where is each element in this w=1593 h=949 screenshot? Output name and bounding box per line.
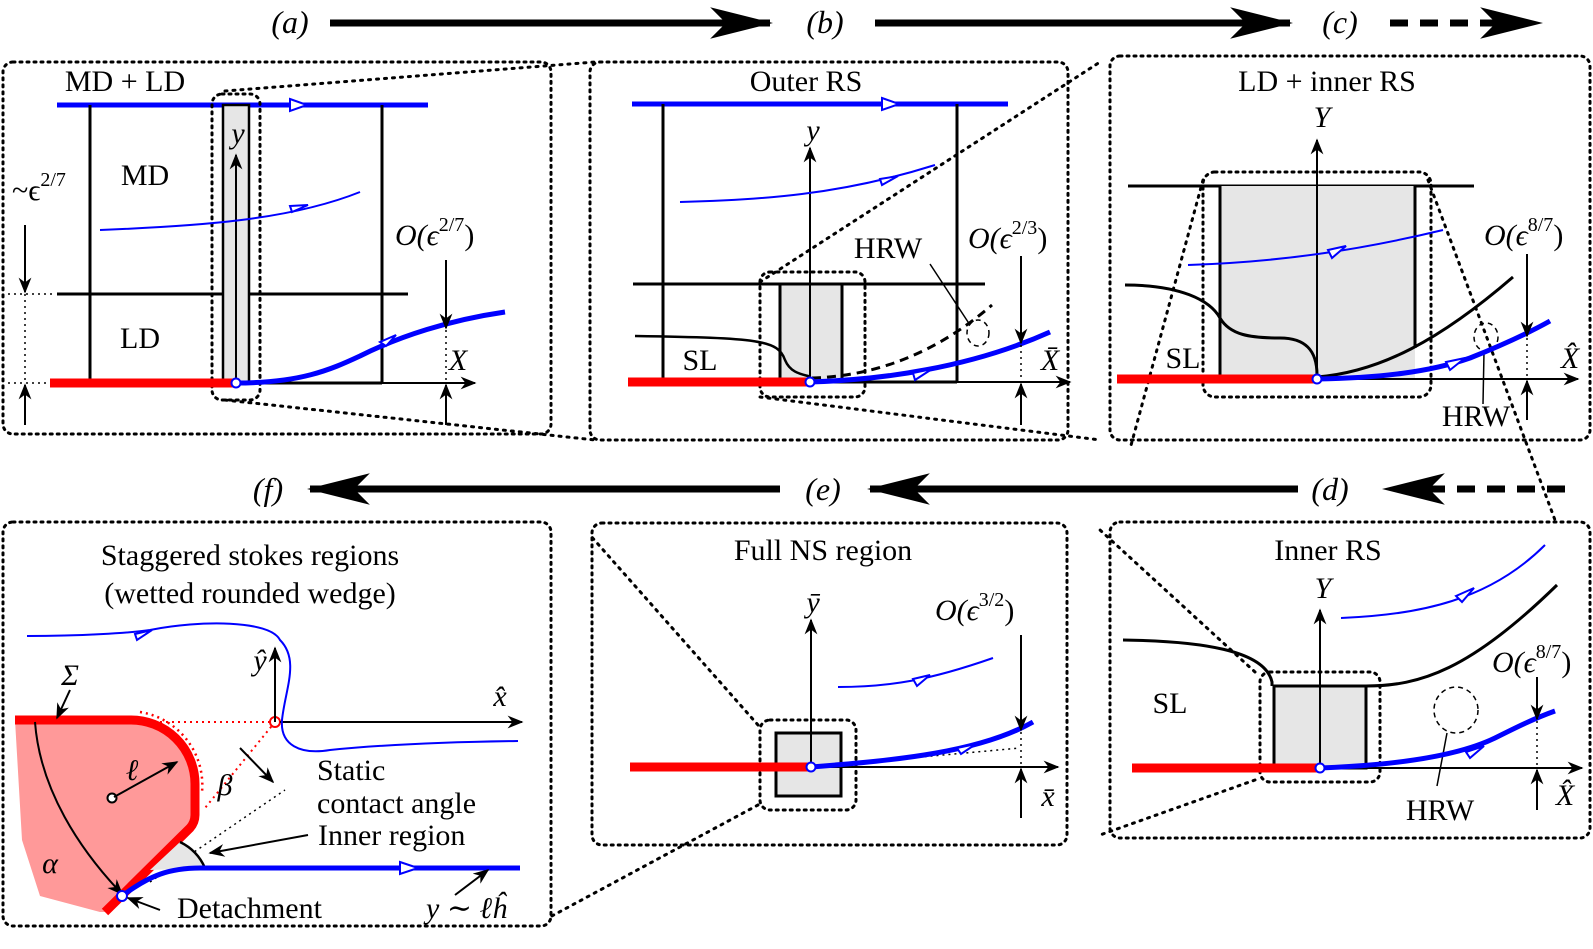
panel-b-axis-x: X̄ [1040, 344, 1061, 377]
panel-a-scale-right: O(ϵ2/7) [395, 214, 474, 252]
panel-a-title: MD + LD [65, 65, 185, 98]
panel-b-axis-y: y [803, 114, 820, 147]
panel-f-static-line2: contact angle [317, 787, 476, 820]
region-ld: LD [120, 322, 160, 355]
panel-d-scale-right: O(ϵ8/7) [1492, 641, 1571, 679]
panel-e-frame [590, 521, 1069, 847]
panel-c-region-hrw: HRW [1442, 400, 1511, 433]
panel-label-b: (b) [806, 4, 843, 40]
panel-f-asymptote: y ∼ ℓĥ [423, 892, 508, 925]
panel-a-axis-y: y [228, 117, 245, 150]
panel-f-ell: ℓ [126, 754, 139, 787]
panel-b: Outer RS y SL HRW X̄ O(ϵ2/3) [588, 60, 1072, 442]
panel-b-frame [588, 60, 1070, 442]
panel-d: Inner RS Y SL HRW X̂ O(ϵ8/7) [1108, 520, 1592, 840]
panel-f: Staggered stokes regions (wetted rounded… [1, 520, 553, 928]
panel-f-beta: β [217, 769, 233, 802]
panel-b-scale-right: O(ϵ2/3) [968, 217, 1047, 255]
panel-e-axis-y: ȳ [803, 586, 820, 619]
panel-f-axis-y: ŷ [250, 644, 267, 677]
panel-c-scale-right: O(ϵ8/7) [1484, 214, 1563, 252]
panel-d-axis-x: X̂ [1555, 779, 1576, 812]
panel-e-title: Full NS region [734, 534, 912, 567]
panel-e: Full NS region ȳ x̄ O(ϵ3/2) [590, 521, 1069, 847]
panel-a-frame [1, 60, 553, 436]
panel-f-title-line2: (wetted rounded wedge) [104, 577, 396, 610]
panel-d-axis-y: Y [1315, 572, 1335, 605]
panel-label-f: (f) [253, 471, 283, 507]
panel-c-frame [1108, 54, 1592, 442]
panel-f-detachment: Detachment [177, 892, 323, 925]
panel-c-region-sl: SL [1165, 342, 1200, 375]
panel-a-axis-x: X [448, 344, 469, 377]
panel-d-frame [1108, 520, 1592, 840]
panel-f-inner-region: Inner region [318, 819, 465, 852]
panel-d-region-sl: SL [1152, 687, 1187, 720]
detachment-point-f [116, 890, 128, 902]
panel-d-region-hrw: HRW [1406, 794, 1475, 827]
panel-label-c: (c) [1322, 4, 1358, 40]
panel-c: LD + inner RS Y SL HRW X̂ O(ϵ8/7) [1108, 54, 1592, 442]
zoom-connectors [223, 60, 1557, 919]
rounded-wedge [15, 719, 195, 912]
panel-b-region-hrw: HRW [854, 232, 923, 265]
panel-b-region-sl: SL [682, 344, 717, 377]
panel-f-sigma: Σ [60, 659, 79, 692]
panel-a-scale-left: ~ϵ2/7 [12, 169, 66, 207]
panel-label-a: (a) [271, 4, 308, 40]
panel-c-title: LD + inner RS [1238, 65, 1416, 98]
panel-label-d: (d) [1311, 471, 1348, 507]
hrw-circle [966, 319, 990, 347]
panel-b-title: Outer RS [750, 65, 863, 98]
panel-d-title: Inner RS [1274, 534, 1382, 567]
panel-f-frame [1, 520, 553, 928]
panel-f-axis-x: x̂ [492, 680, 507, 713]
detachment-point [230, 377, 242, 389]
panel-label-e: (e) [805, 471, 841, 507]
panel-e-axis-x: x̄ [1040, 780, 1055, 813]
panel-f-static-line1: Static [317, 754, 385, 787]
panel-a: MD + LD y MD LD X ~ϵ2/7 O(ϵ2/7) [1, 60, 553, 436]
panel-f-alpha: α [42, 847, 59, 880]
panel-e-scale-right: O(ϵ3/2) [935, 589, 1014, 627]
panel-f-title-line1: Staggered stokes regions [101, 539, 399, 572]
panel-c-axis-x: X̂ [1560, 342, 1581, 375]
region-md: MD [121, 159, 169, 192]
panel-c-axis-y: Y [1314, 101, 1334, 134]
